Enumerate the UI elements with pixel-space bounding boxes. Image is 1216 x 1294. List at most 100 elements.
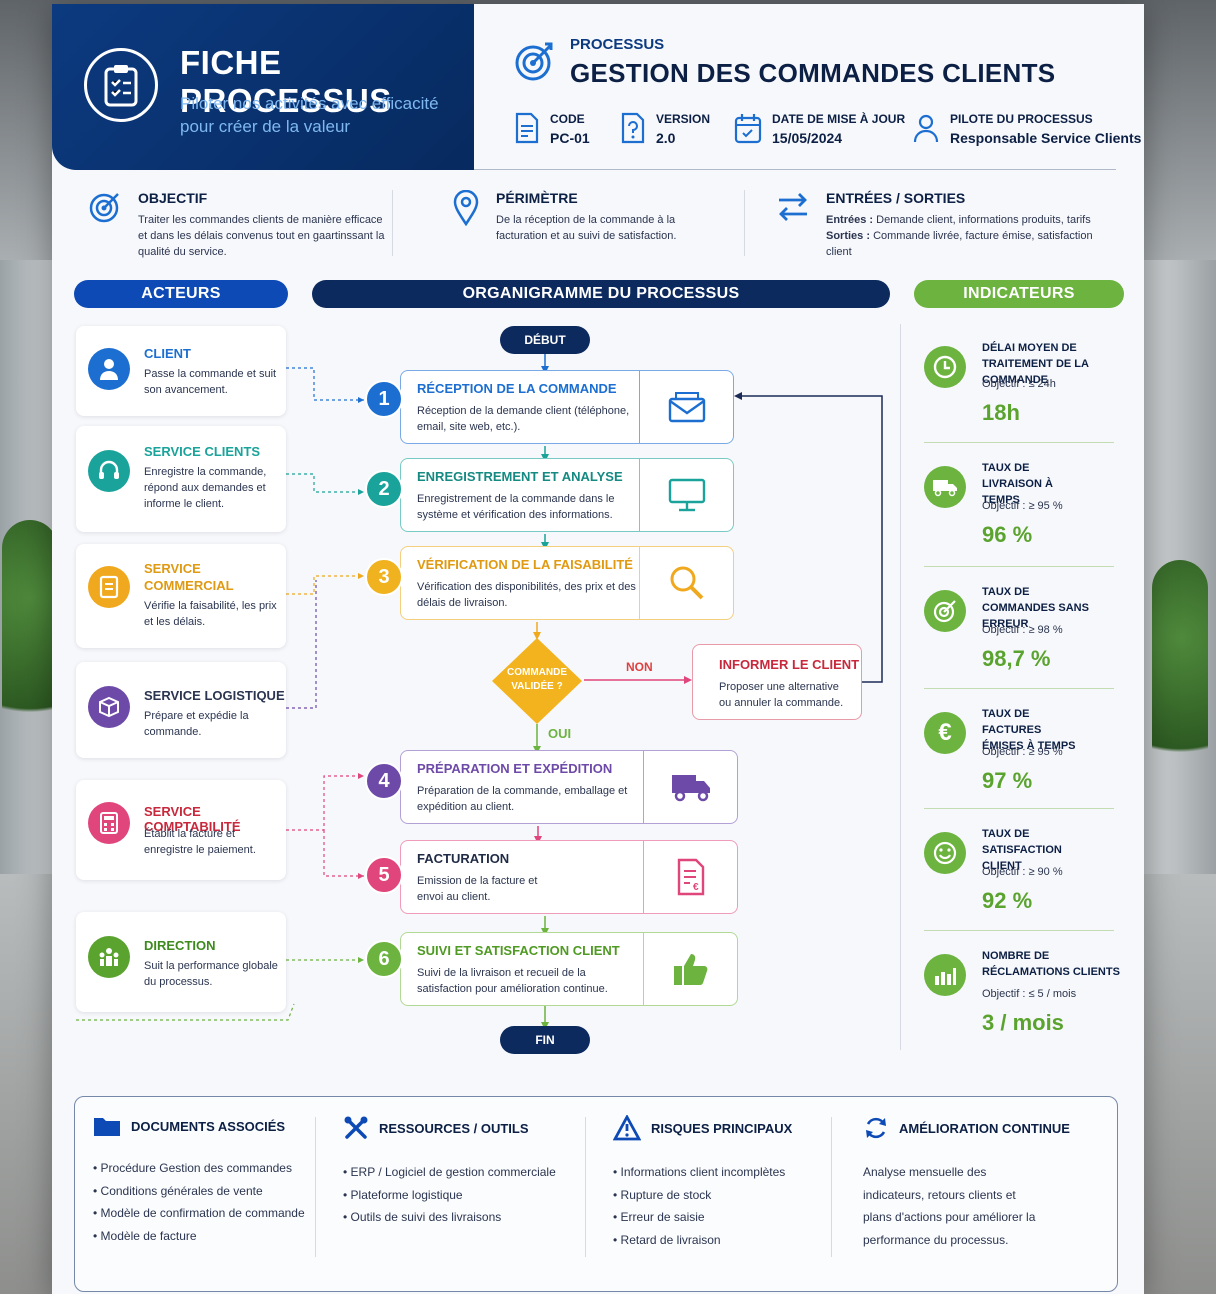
- step-title: RÉCEPTION DE LA COMMANDE: [417, 381, 617, 396]
- step-3: VÉRIFICATION DE LA FAISABILITÉ Vérificat…: [400, 546, 734, 620]
- resources-section: RESSOURCES / OUTILS • ERP / Logiciel de …: [343, 1115, 556, 1229]
- kpi-objective: Objectif : ≥ 90 %: [982, 866, 1063, 878]
- kpi-satisfaction: TAUX DE SATISFACTION CLIENT Objectif : ≥…: [924, 826, 1114, 926]
- document-item: Modèle de confirmation de commande: [100, 1206, 305, 1220]
- monitor-icon: [639, 459, 733, 531]
- kpi-value: 96 %: [982, 522, 1033, 547]
- actor-desc: Enregistre la commande, répond aux deman…: [144, 466, 267, 510]
- actor-title: DIRECTION: [144, 938, 216, 953]
- kpi-delai: DÉLAI MOYEN DE TRAITEMENT DE LA COMMANDE…: [924, 340, 1114, 440]
- step-number: 6: [365, 940, 403, 978]
- decision-no-label: NON: [626, 660, 653, 674]
- kpi-value: 3 / mois: [982, 1010, 1064, 1035]
- kpi-reclamations: NOMBRE DE RÉCLAMATIONS CLIENTS Objectif …: [924, 948, 1120, 1048]
- invoice-icon: €: [643, 841, 737, 913]
- divider: [924, 808, 1114, 809]
- actor-service-logistique: SERVICE LOGISTIQUE Prépare et expédie la…: [76, 662, 286, 758]
- user-icon: [912, 112, 940, 144]
- tools-icon: [343, 1115, 369, 1141]
- euro-icon: €: [924, 712, 966, 754]
- document-item: Conditions générales de vente: [100, 1183, 263, 1198]
- document-item: Procédure Gestion des commandes: [100, 1161, 292, 1175]
- step-title: PRÉPARATION ET EXPÉDITION: [417, 761, 613, 776]
- header-divider: [474, 169, 1116, 170]
- resource-item: ERP / Logiciel de gestion commerciale: [350, 1165, 556, 1179]
- kpi-objective: Objectif : ≥ 98 %: [982, 624, 1063, 636]
- kpi-objective: Objectif : ≥ 95 %: [982, 746, 1063, 758]
- improvement-text: Analyse mensuelle des indicateurs, retou…: [863, 1165, 1036, 1247]
- divider: [585, 1117, 586, 1257]
- truck-icon: [924, 466, 966, 508]
- clock-icon: [924, 346, 966, 388]
- meta-key: CODE: [550, 112, 585, 126]
- kpi-title: TAUX DE SATISFACTION CLIENT: [982, 828, 1062, 872]
- resources-list: • ERP / Logiciel de gestion commerciale …: [343, 1161, 556, 1229]
- headset-icon: [88, 450, 130, 492]
- calendar-icon: [734, 112, 762, 144]
- header-banner: FICHE PROCESSUS Piloter nos activités av…: [52, 4, 474, 170]
- target-icon: [88, 190, 122, 260]
- divider: [924, 566, 1114, 567]
- divider: [924, 930, 1114, 931]
- entrees-label: Entrées :: [826, 214, 874, 226]
- actor-direction: DIRECTION Suit la performance globale du…: [76, 912, 286, 1012]
- actor-service-commercial: SERVICE COMMERCIAL Vérifie la faisabilit…: [76, 544, 286, 648]
- process-header: PROCESSUS GESTION DES COMMANDES CLIENTS …: [474, 4, 1144, 170]
- process-label: PROCESSUS: [570, 36, 665, 53]
- process-title: GESTION DES COMMANDES CLIENTS: [570, 58, 1056, 88]
- calculator-icon: [88, 802, 130, 844]
- risks-list: • Informations client incomplètes • Rupt…: [613, 1161, 792, 1251]
- divider: [744, 190, 745, 256]
- kpi-value: 92 %: [982, 888, 1033, 913]
- decision-diamond: COMMANDE VALIDÉE ?: [490, 636, 584, 726]
- flow-header: ORGANIGRAMME DU PROCESSUS: [312, 280, 890, 308]
- actor-desc: Prépare et expédie la commande.: [144, 710, 249, 738]
- step-5: FACTURATION Emission de la facture et en…: [400, 840, 738, 914]
- entrees-title: ENTRÉES / SORTIES: [826, 190, 966, 206]
- meta-key: VERSION: [656, 112, 711, 126]
- risk-item: Rupture de stock: [620, 1187, 712, 1202]
- kpi-title: DÉLAI MOYEN DE TRAITEMENT DE LA COMMANDE: [982, 342, 1089, 386]
- actors-header: ACTEURS: [74, 280, 288, 308]
- bar-chart-icon: [924, 954, 966, 996]
- document-icon: [88, 566, 130, 608]
- resource-item: Outils de suivi des livraisons: [350, 1210, 502, 1224]
- actor-service-clients: SERVICE CLIENTS Enregistre la commande, …: [76, 426, 286, 532]
- divider: [900, 324, 901, 1050]
- step-title: ENREGISTREMENT ET ANALYSE: [417, 469, 623, 484]
- actor-service-comptabilite: SERVICE COMPTABILITÉ Établit la facture …: [76, 780, 286, 880]
- target-icon: [924, 590, 966, 632]
- document-item: Modèle de facture: [100, 1228, 197, 1243]
- list-item: • Plateforme logistique: [343, 1187, 463, 1202]
- actor-desc: Vérifie la faisabilité, les prix et les …: [144, 600, 277, 628]
- step-desc: Vérification des disponibilités, des pri…: [417, 581, 636, 609]
- bottom-panel: DOCUMENTS ASSOCIÉS • Procédure Gestion d…: [74, 1096, 1118, 1292]
- step-number: 3: [365, 558, 403, 596]
- step-6: SUIVI ET SATISFACTION CLIENT Suivi de la…: [400, 932, 738, 1006]
- magnifier-icon: [639, 547, 733, 619]
- kpi-title: TAUX DE COMMANDES SANS ERREUR: [982, 586, 1089, 630]
- risk-item: Erreur de saisie: [620, 1210, 705, 1224]
- actor-title: SERVICE COMMERCIAL: [144, 561, 234, 593]
- team-icon: [88, 936, 130, 978]
- actor-title: SERVICE CLIENTS: [144, 444, 261, 459]
- resource-item: Plateforme logistique: [350, 1187, 463, 1202]
- meta-key: PILOTE DU PROCESSUS: [950, 112, 1093, 126]
- risks-title: RISQUES PRINCIPAUX: [651, 1120, 793, 1136]
- actor-title: SERVICE COMPTABILITÉ: [144, 804, 241, 834]
- divider: [924, 442, 1114, 443]
- actor-desc: Établit la facture et enregistre le paie…: [144, 828, 256, 856]
- kpi-objective: Objectif : ≤ 5 / mois: [982, 988, 1077, 1000]
- kpis-header: INDICATEURS: [914, 280, 1124, 308]
- subtitle-line-1: Piloter nos activités avec efficacité: [180, 94, 439, 113]
- kpi-livraison: TAUX DE LIVRAISON À TEMPS Objectif : ≥ 9…: [924, 460, 1114, 560]
- truck-icon: [643, 751, 737, 823]
- start-node: DÉBUT: [500, 326, 590, 354]
- step-title: SUIVI ET SATISFACTION CLIENT: [417, 943, 620, 958]
- step-title: FACTURATION: [417, 851, 510, 866]
